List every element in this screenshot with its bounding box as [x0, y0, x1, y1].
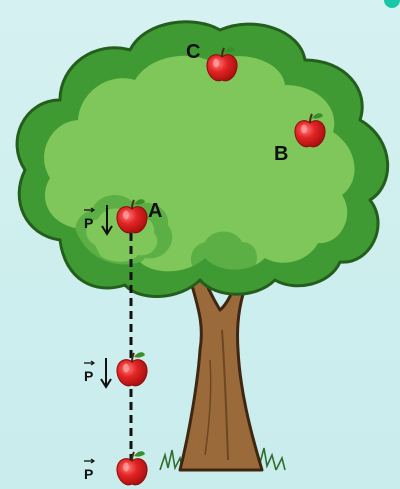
force-label-mid-fall: P [84, 368, 93, 384]
apple-ground [117, 451, 147, 485]
force-label-at-ground: P [84, 466, 93, 482]
apple-falling [117, 352, 147, 386]
tree-canopy [17, 22, 388, 297]
point-label-c: C [186, 41, 200, 63]
force-label-at-a: P [84, 215, 93, 231]
force-vector-mid-fall: P [84, 358, 111, 387]
tree-trunk [180, 268, 262, 470]
corner-dot [384, 0, 400, 8]
point-label-a: A [148, 200, 162, 222]
point-label-b: B [274, 143, 288, 165]
force-vector-at-ground: P [84, 459, 94, 482]
